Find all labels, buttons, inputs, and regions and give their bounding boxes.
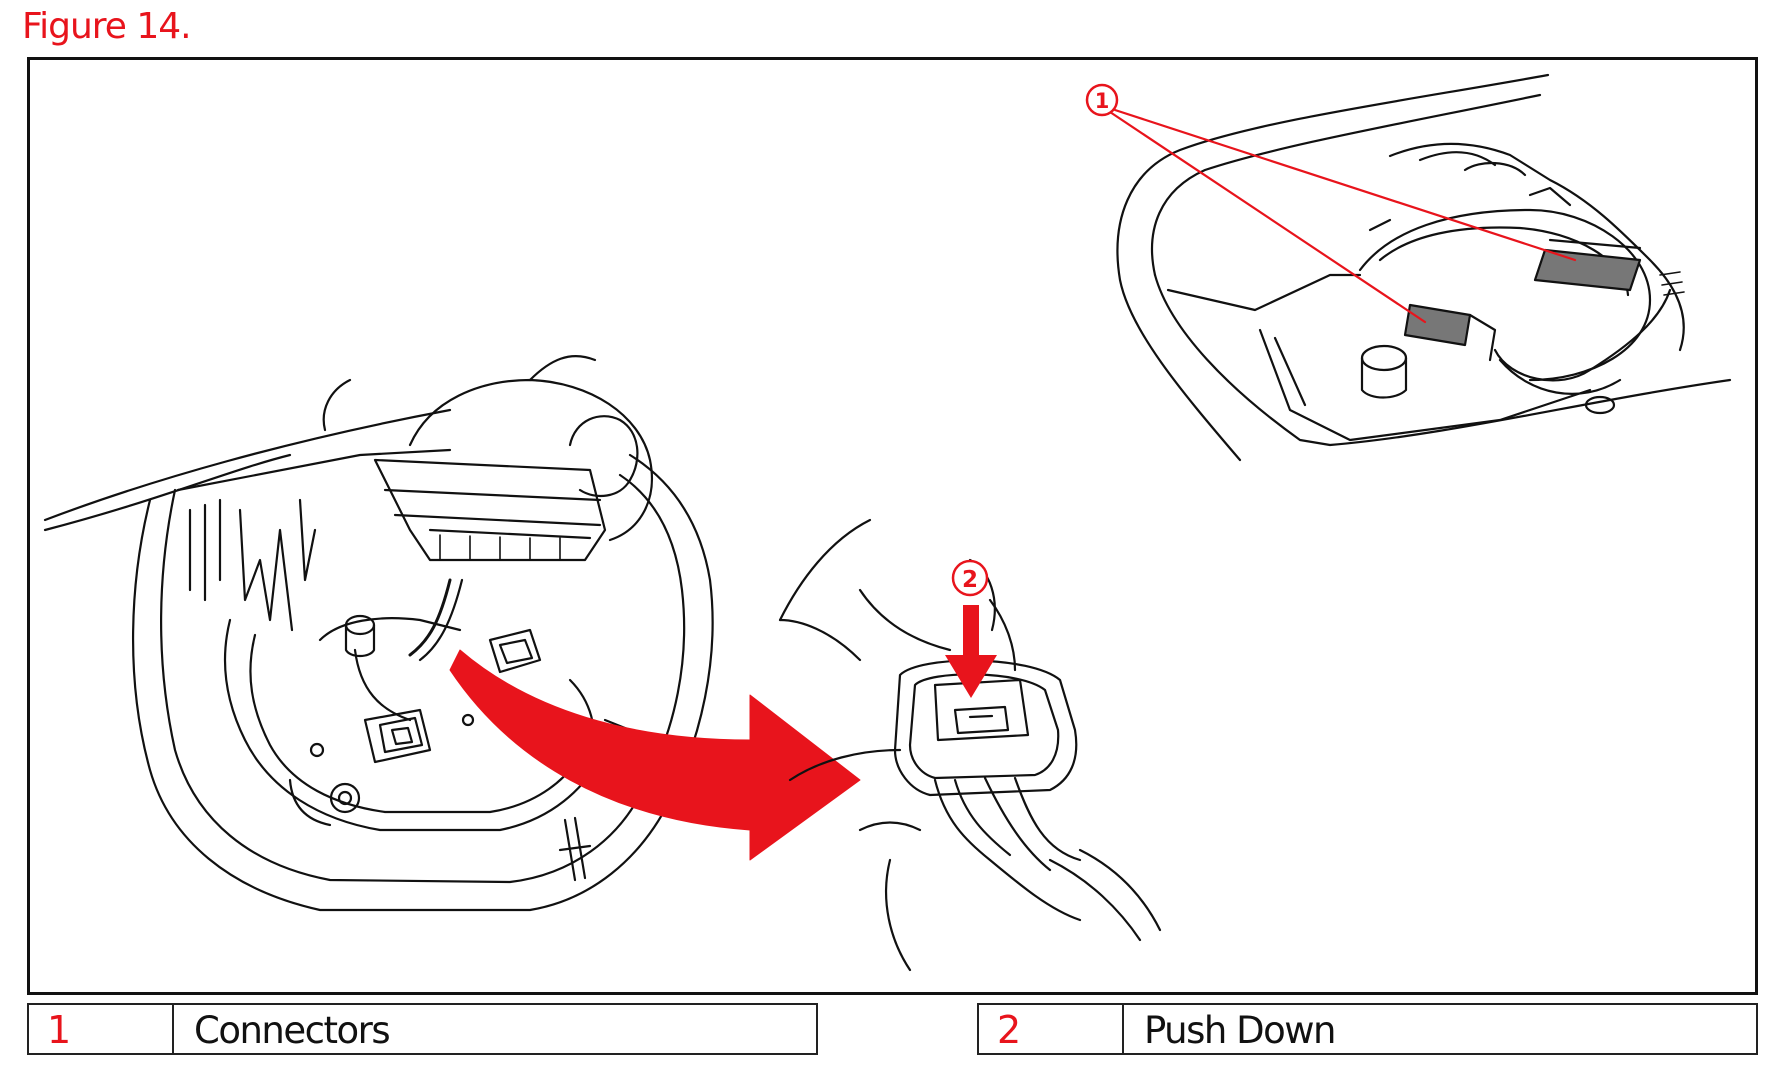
mirror-housing-open-view bbox=[43, 355, 714, 912]
direction-arrow bbox=[449, 649, 861, 861]
legend-label: Connectors bbox=[194, 1009, 391, 1052]
callout-1-leaders bbox=[1108, 108, 1577, 324]
illustration-frame: 1 2 bbox=[27, 57, 1758, 995]
legend-row-connectors: 1 Connectors bbox=[27, 1003, 818, 1055]
legend-number: 1 bbox=[29, 1005, 174, 1053]
legend-label: Push Down bbox=[1144, 1009, 1336, 1052]
assembly-illustration: 1 2 bbox=[43, 73, 1732, 972]
legend-number: 2 bbox=[979, 1005, 1124, 1053]
legend-row-push-down: 2 Push Down bbox=[977, 1003, 1758, 1055]
callout-2-badge bbox=[951, 559, 989, 597]
callout-2-number: 2 bbox=[962, 567, 978, 593]
figure-title: Figure 14. bbox=[22, 6, 192, 47]
push-down-arrow bbox=[945, 605, 997, 698]
callout-1-number: 1 bbox=[1095, 89, 1110, 113]
connector-closeup bbox=[778, 518, 1162, 972]
mirror-housing-top-view bbox=[1116, 73, 1732, 462]
callout-1-badge bbox=[1085, 83, 1119, 117]
